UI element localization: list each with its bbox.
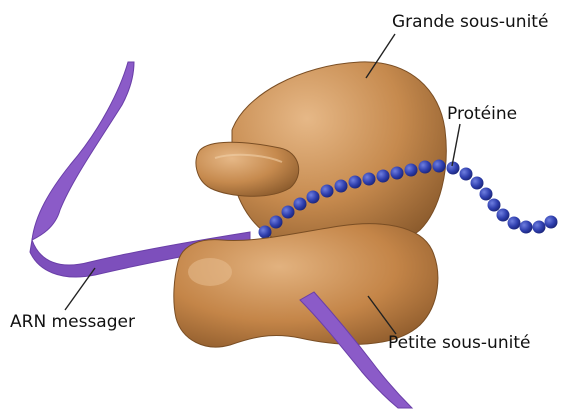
- protein-bead: [349, 176, 362, 189]
- large-subunit: [196, 62, 446, 251]
- label-small-subunit: Petite sous-unité: [388, 333, 530, 353]
- protein-bead: [363, 173, 376, 186]
- protein-bead: [508, 217, 521, 230]
- protein-bead: [480, 188, 493, 201]
- leader-line-protein: [452, 124, 460, 166]
- protein-bead: [307, 191, 320, 204]
- label-mrna: ARN messager: [10, 312, 135, 332]
- protein-bead: [545, 216, 558, 229]
- protein-bead: [282, 206, 295, 219]
- protein-bead: [520, 221, 533, 234]
- protein-bead: [377, 170, 390, 183]
- protein-bead: [270, 216, 283, 229]
- label-large-subunit: Grande sous-unité: [392, 12, 548, 32]
- protein-bead: [471, 177, 484, 190]
- small-subunit: [174, 224, 438, 347]
- protein-bead: [321, 185, 334, 198]
- label-protein: Protéine: [447, 104, 517, 124]
- protein-bead: [433, 160, 446, 173]
- protein-bead: [294, 198, 307, 211]
- protein-bead: [405, 164, 418, 177]
- protein-bead: [335, 180, 348, 193]
- protein-bead: [460, 168, 473, 181]
- protein-bead: [391, 167, 404, 180]
- protein-bead: [488, 199, 501, 212]
- protein-bead: [419, 161, 432, 174]
- protein-bead: [259, 226, 272, 239]
- protein-bead: [497, 209, 510, 222]
- protein-bead: [533, 221, 546, 234]
